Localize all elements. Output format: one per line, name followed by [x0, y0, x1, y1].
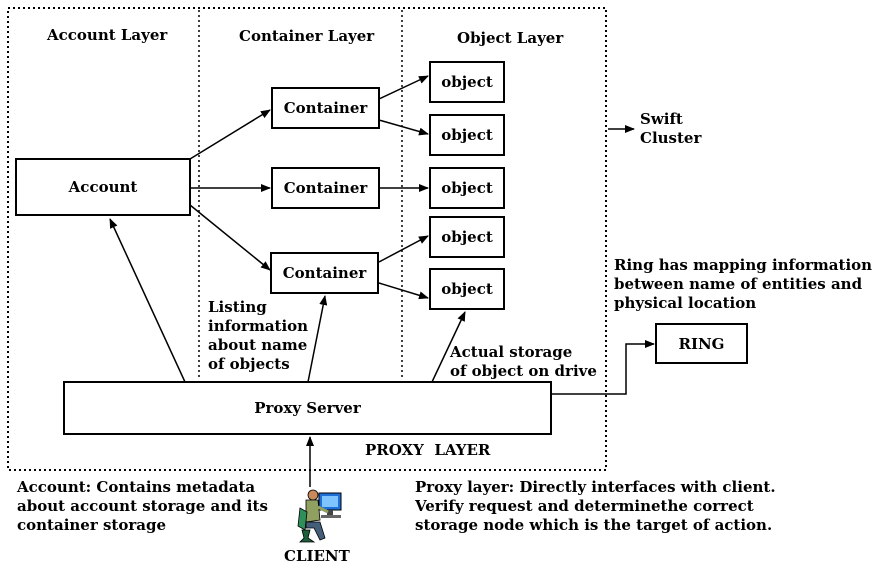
arrow-proxy-ring [551, 340, 655, 395]
container-box: Container [270, 252, 379, 294]
swift-cluster-label: Swift Cluster [640, 110, 702, 147]
arrow-container1-object1 [378, 75, 429, 100]
listing-information-note: Listing information about name of object… [208, 298, 309, 373]
account-box: Account [15, 158, 191, 216]
arrow-proxy-object [431, 311, 466, 383]
account-layer-heading: Account Layer [47, 26, 168, 44]
container-box: Container [271, 167, 380, 209]
container-layer-heading: Container Layer [239, 27, 375, 45]
proxy-layer-heading: PROXY LAYER [365, 441, 491, 459]
arrow-proxy-account [109, 218, 186, 383]
object-box: object [429, 268, 505, 310]
proxy-layer-note: Proxy layer: Directly interfaces with cl… [415, 478, 776, 534]
object-box: object [429, 61, 505, 103]
arrow-account-container-3 [189, 204, 271, 271]
container-box: Container [271, 87, 380, 129]
object-box: object [429, 216, 505, 258]
arrow-container3-object5 [378, 282, 429, 300]
arrow-container3-object4 [378, 235, 429, 263]
proxy-server-box: Proxy Server [63, 381, 552, 435]
ring-note: Ring has mapping information between nam… [614, 256, 873, 312]
object-box: object [429, 167, 505, 209]
object-layer-heading: Object Layer [457, 29, 564, 47]
object-box: object [429, 114, 505, 156]
person-at-computer-icon [297, 489, 342, 543]
arrow-proxy-container [307, 295, 328, 383]
arrow-account-container-1 [189, 109, 271, 160]
arrow-container1-object2 [378, 119, 429, 136]
actual-storage-note: Actual storage of object on drive [450, 343, 597, 380]
account-note: Account: Contains metadata about account… [17, 478, 268, 534]
ring-box: RING [655, 323, 748, 364]
client-label: CLIENT [284, 547, 350, 565]
